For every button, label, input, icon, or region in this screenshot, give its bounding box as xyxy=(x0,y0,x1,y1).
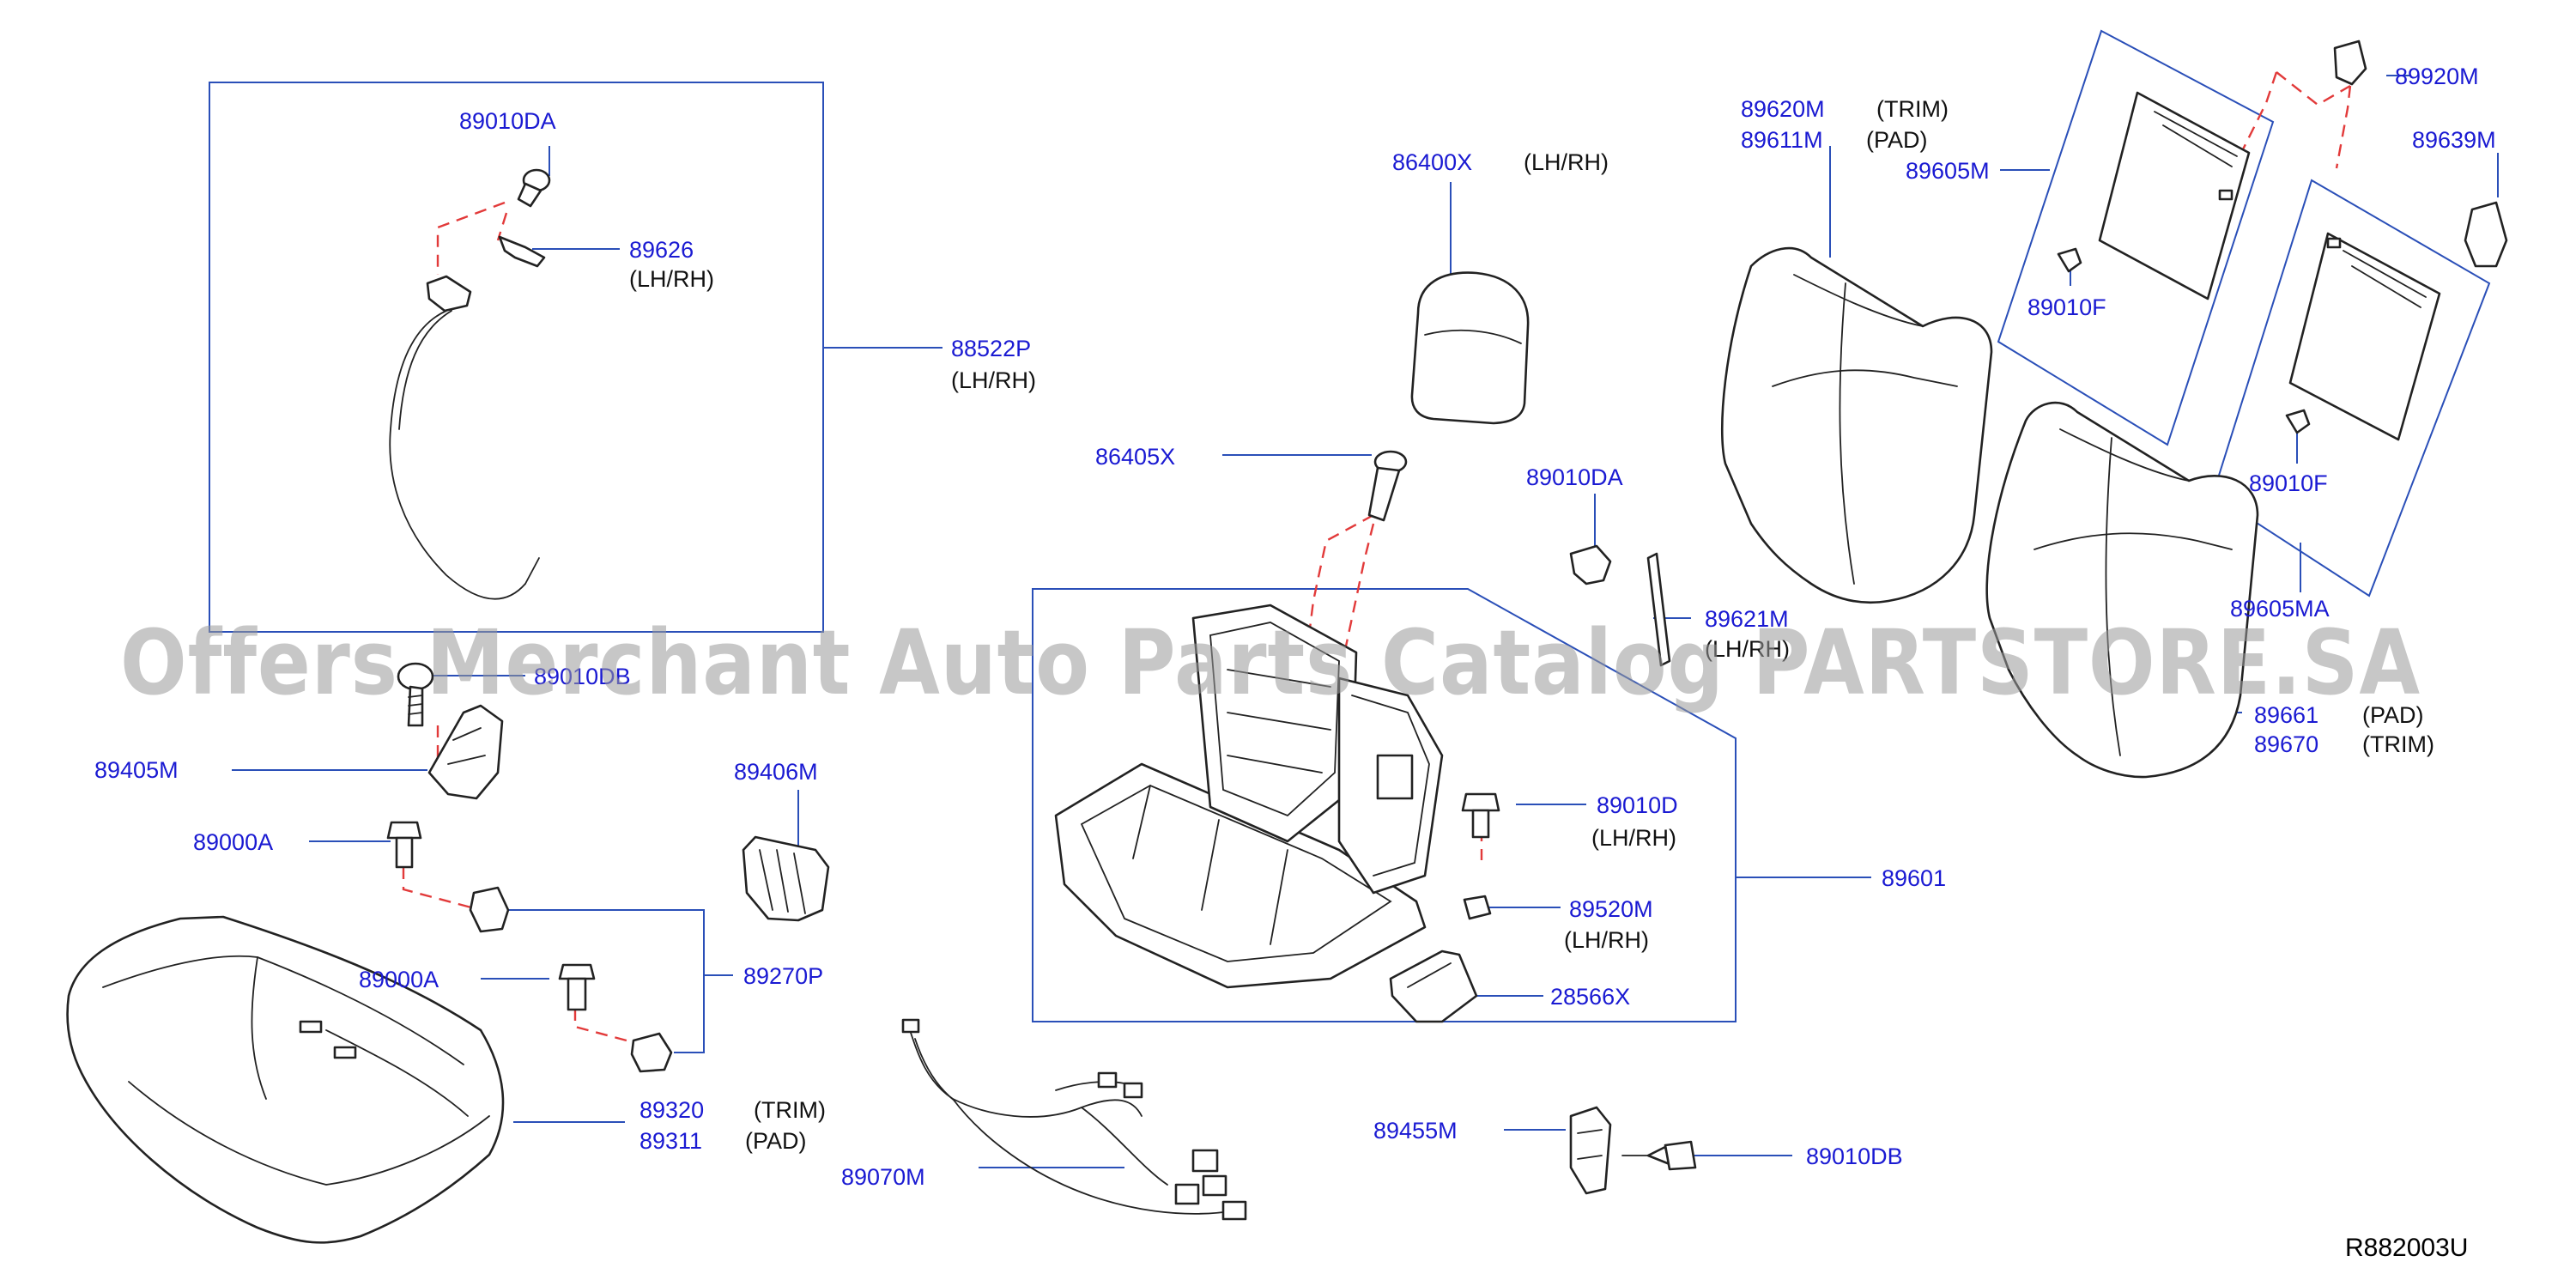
bolt-89000a-2-part xyxy=(558,963,596,1011)
note-89611m: (PAD) xyxy=(1866,127,1928,153)
label-89070m[interactable]: 89070M xyxy=(841,1164,925,1190)
label-86400x[interactable]: 86400X xyxy=(1392,149,1472,175)
cap-89270p-upper-part xyxy=(469,886,510,933)
note-89620m: (TRIM) xyxy=(1876,96,1949,122)
clip-89010da-top-part xyxy=(517,168,551,208)
note-89670: (TRIM) xyxy=(2362,731,2434,757)
label-89270p[interactable]: 89270P xyxy=(743,963,823,989)
watermark-text: Offers Merchant Auto Parts Catalog PARTS… xyxy=(120,610,2421,715)
note-88522p: (LH/RH) xyxy=(951,367,1036,393)
rod-89621m-part xyxy=(1646,552,1671,667)
label-89626[interactable]: 89626 xyxy=(629,237,694,263)
strap-88522p-part xyxy=(389,275,540,600)
bolt-89010d-part xyxy=(1461,792,1500,839)
label-89621m[interactable]: 89621M xyxy=(1705,606,1789,632)
cover-89406m-part xyxy=(742,835,830,922)
label-89406m[interactable]: 89406M xyxy=(734,759,818,785)
label-89661[interactable]: 89661 xyxy=(2254,702,2318,728)
label-89311[interactable]: 89311 xyxy=(639,1128,702,1154)
clip-89920m-part xyxy=(2333,39,2367,86)
seat-frame-89601-part xyxy=(1054,604,1444,989)
bracket-89405m-part xyxy=(427,704,504,800)
note-89311: (PAD) xyxy=(745,1128,807,1154)
clip-89010f-2-part xyxy=(2285,409,2311,434)
label-89010f-1[interactable]: 89010F xyxy=(2027,294,2106,320)
label-89010da-top[interactable]: 89010DA xyxy=(459,108,556,134)
label-89611m[interactable]: 89611M xyxy=(1741,127,1823,153)
label-89000a-1[interactable]: 89000A xyxy=(193,829,273,855)
module-28566x-part xyxy=(1389,949,1478,1023)
diagram-code: R882003U xyxy=(2345,1234,2468,1262)
group-box-88522p xyxy=(209,82,824,633)
note-89661: (PAD) xyxy=(2362,702,2424,728)
bolt-89000a-1-part xyxy=(386,821,422,869)
note-89626: (LH/RH) xyxy=(629,266,714,292)
seatback-89620m-part xyxy=(1720,246,1993,604)
label-89520m[interactable]: 89520M xyxy=(1569,896,1653,922)
note-89320: (TRIM) xyxy=(754,1097,826,1123)
board-89605ma-part xyxy=(2288,232,2441,441)
note-89520m: (LH/RH) xyxy=(1564,927,1649,953)
label-86405x[interactable]: 86405X xyxy=(1095,444,1175,470)
note-89010d: (LH/RH) xyxy=(1591,825,1676,851)
guide-86405x-part xyxy=(1367,450,1408,522)
seat-cushion-89320-part xyxy=(66,915,505,1244)
label-89010d[interactable]: 89010D xyxy=(1597,792,1678,818)
label-89601[interactable]: 89601 xyxy=(1882,865,1946,891)
group-box-89601 xyxy=(1032,588,1737,1022)
label-89620m[interactable]: 89620M xyxy=(1741,96,1825,122)
label-89670[interactable]: 89670 xyxy=(2254,731,2318,757)
bracket-89455m-part xyxy=(1569,1106,1612,1195)
note-86400x: (LH/RH) xyxy=(1524,149,1609,175)
seatback-89661-part xyxy=(1985,401,2259,779)
group-box-89605m xyxy=(1997,29,2275,446)
board-89605m-part xyxy=(2098,91,2251,300)
label-89010db-bottom[interactable]: 89010DB xyxy=(1806,1144,1903,1169)
label-89010db-left[interactable]: 89010DB xyxy=(534,664,631,689)
wire-harness-89070m-part xyxy=(901,1018,1247,1221)
hook-89639m-part xyxy=(2464,201,2508,268)
label-89639m[interactable]: 89639M xyxy=(2412,127,2496,153)
part-labels: 89010DA 89626 (LH/RH) 88522P (LH/RH) 890… xyxy=(94,64,2496,1190)
label-89455m[interactable]: 89455M xyxy=(1373,1118,1458,1144)
clip-89626-part xyxy=(498,235,546,268)
label-89605ma[interactable]: 89605MA xyxy=(2230,596,2330,622)
bolt-89010db-bottom-part xyxy=(1621,1140,1697,1171)
cap-89270p-lower-part xyxy=(630,1032,673,1073)
label-89000a-2[interactable]: 89000A xyxy=(359,967,439,992)
group-box-89605ma xyxy=(2211,179,2491,598)
headrest-86400x-part xyxy=(1410,271,1530,425)
clip-89010f-1-part xyxy=(2057,247,2082,273)
nut-89520m-part xyxy=(1463,895,1492,920)
bolt-89010db-left-part xyxy=(397,662,434,727)
label-89010f-2[interactable]: 89010F xyxy=(2249,470,2328,496)
label-28566x[interactable]: 28566X xyxy=(1550,984,1630,1010)
label-88522p[interactable]: 88522P xyxy=(951,336,1031,361)
note-89621m: (LH/RH) xyxy=(1705,636,1790,662)
label-89010da-mid[interactable]: 89010DA xyxy=(1526,464,1623,490)
label-89920m[interactable]: 89920M xyxy=(2395,64,2479,89)
label-89405m[interactable]: 89405M xyxy=(94,757,179,783)
label-89605m[interactable]: 89605M xyxy=(1906,158,1990,184)
clip-89010da-mid-part xyxy=(1569,544,1612,585)
label-89320[interactable]: 89320 xyxy=(639,1097,704,1123)
leader-lines xyxy=(232,75,2499,1168)
